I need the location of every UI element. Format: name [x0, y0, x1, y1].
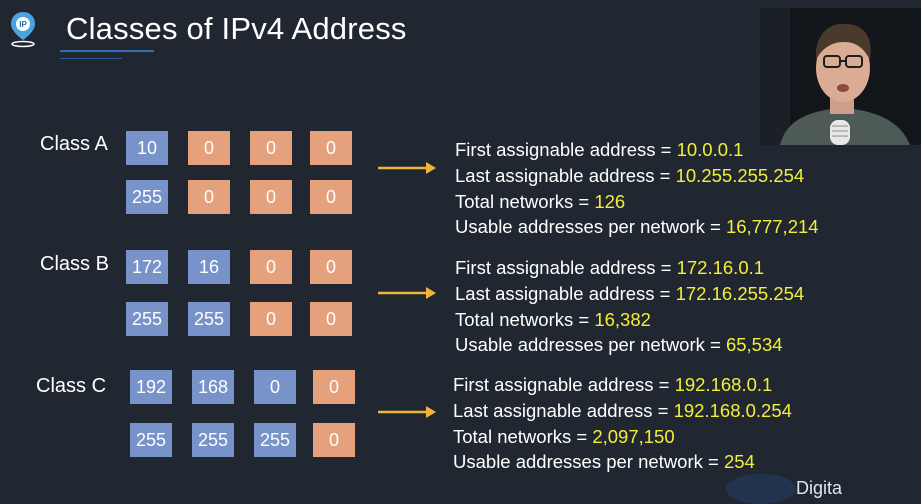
class-c-address-octet-1: 192 [130, 370, 172, 404]
presenter-image [760, 8, 921, 145]
last-address-label: Last assignable address = [453, 399, 674, 421]
class-b-total-networks: Total networks = 16,382 [455, 307, 804, 333]
total-networks-label: Total networks = [453, 425, 593, 447]
usable-addresses-value: 254 [723, 451, 755, 473]
class-a-mask-octet-4: 0 [310, 180, 352, 214]
class-c-address-octet-4: 0 [313, 370, 355, 404]
last-address-value: 172.16.255.254 [675, 282, 805, 304]
class-c-mask-octet-1: 255 [130, 423, 172, 457]
class-b-mask-octet-1: 255 [126, 302, 168, 336]
total-networks-value: 2,097,150 [592, 425, 675, 447]
total-networks-label: Total networks = [455, 308, 595, 330]
class-b-info: First assignable address = 172.16.0.1 La… [455, 255, 804, 358]
class-c-first-address: First assignable address = 192.168.0.1 [453, 372, 792, 398]
class-a-label: Class A [40, 133, 108, 155]
class-b-mask-octet-3: 0 [250, 302, 292, 336]
class-a-usable-addresses: Usable addresses per network = 16,777,21… [455, 214, 819, 240]
class-a-address-octet-1: 10 [126, 131, 168, 165]
last-address-value: 10.255.255.254 [675, 164, 805, 186]
class-c-total-networks: Total networks = 2,097,150 [453, 424, 792, 450]
brand-watermark: Digita [796, 478, 843, 498]
class-c-mask-octet-2: 255 [192, 423, 234, 457]
ip-location-pin-icon: IP [11, 12, 35, 48]
class-a-address-octet-2: 0 [188, 131, 230, 165]
first-address-value: 10.0.0.1 [676, 139, 744, 160]
class-a-mask-octet-3: 0 [250, 180, 292, 214]
svg-text:IP: IP [19, 20, 27, 29]
class-c-info: First assignable address = 192.168.0.1 L… [453, 372, 792, 475]
class-c-usable-addresses: Usable addresses per network = 254 [453, 449, 792, 475]
class-a-total-networks: Total networks = 126 [455, 189, 819, 215]
class-a-address-octet-3: 0 [250, 131, 292, 165]
class-c-address-octet-3: 0 [254, 370, 296, 404]
usable-addresses-label: Usable addresses per network = [455, 334, 726, 356]
class-a-last-address: Last assignable address = 10.255.255.254 [455, 163, 819, 189]
class-c-arrow-icon [378, 406, 436, 418]
usable-addresses-label: Usable addresses per network = [455, 216, 726, 238]
class-c-address-octet-2: 168 [192, 370, 234, 404]
first-address-label: First assignable address = [453, 374, 675, 395]
total-networks-value: 126 [594, 190, 626, 212]
last-address-label: Last assignable address = [455, 282, 676, 304]
first-address-value: 172.16.0.1 [676, 257, 765, 278]
class-a-arrow-icon [378, 162, 436, 174]
class-b-first-address: First assignable address = 172.16.0.1 [455, 255, 804, 281]
class-a-mask-octet-2: 0 [188, 180, 230, 214]
usable-addresses-value: 65,534 [725, 334, 783, 356]
total-networks-value: 16,382 [594, 308, 651, 330]
class-a-mask-octet-1: 255 [126, 180, 168, 214]
class-b-last-address: Last assignable address = 172.16.255.254 [455, 281, 804, 307]
class-c-mask-octet-3: 255 [254, 423, 296, 457]
slide: IP Classes of IPv4 Address Class A 10 0 … [11, 8, 921, 504]
last-address-value: 192.168.0.254 [673, 399, 792, 421]
class-b-address-octet-3: 0 [250, 250, 292, 284]
class-a-info: First assignable address = 10.0.0.1 Last… [455, 137, 819, 240]
title-underline [60, 50, 154, 52]
last-address-label: Last assignable address = [455, 164, 676, 186]
class-b-address-octet-2: 16 [188, 250, 230, 284]
class-b-mask-octet-2: 255 [188, 302, 230, 336]
class-a-address-octet-4: 0 [310, 131, 352, 165]
title-underline-secondary [60, 58, 122, 59]
class-a-first-address: First assignable address = 10.0.0.1 [455, 137, 819, 163]
total-networks-label: Total networks = [455, 190, 595, 212]
brand-logo-mark [726, 474, 796, 504]
first-address-label: First assignable address = [455, 257, 677, 278]
class-b-label: Class B [40, 253, 109, 275]
first-address-value: 192.168.0.1 [674, 374, 773, 395]
class-b-mask-octet-4: 0 [310, 302, 352, 336]
class-b-usable-addresses: Usable addresses per network = 65,534 [455, 332, 804, 358]
presenter-webcam-feed [760, 8, 921, 145]
class-b-address-octet-4: 0 [310, 250, 352, 284]
first-address-label: First assignable address = [455, 139, 677, 160]
class-c-mask-octet-4: 0 [313, 423, 355, 457]
usable-addresses-value: 16,777,214 [725, 216, 819, 238]
class-c-label: Class C [36, 375, 107, 397]
class-b-arrow-icon [378, 287, 436, 299]
page-title: Classes of IPv4 Address [66, 11, 407, 46]
class-b-address-octet-1: 172 [126, 250, 168, 284]
usable-addresses-label: Usable addresses per network = [453, 451, 724, 473]
class-c-last-address: Last assignable address = 192.168.0.254 [453, 398, 792, 424]
